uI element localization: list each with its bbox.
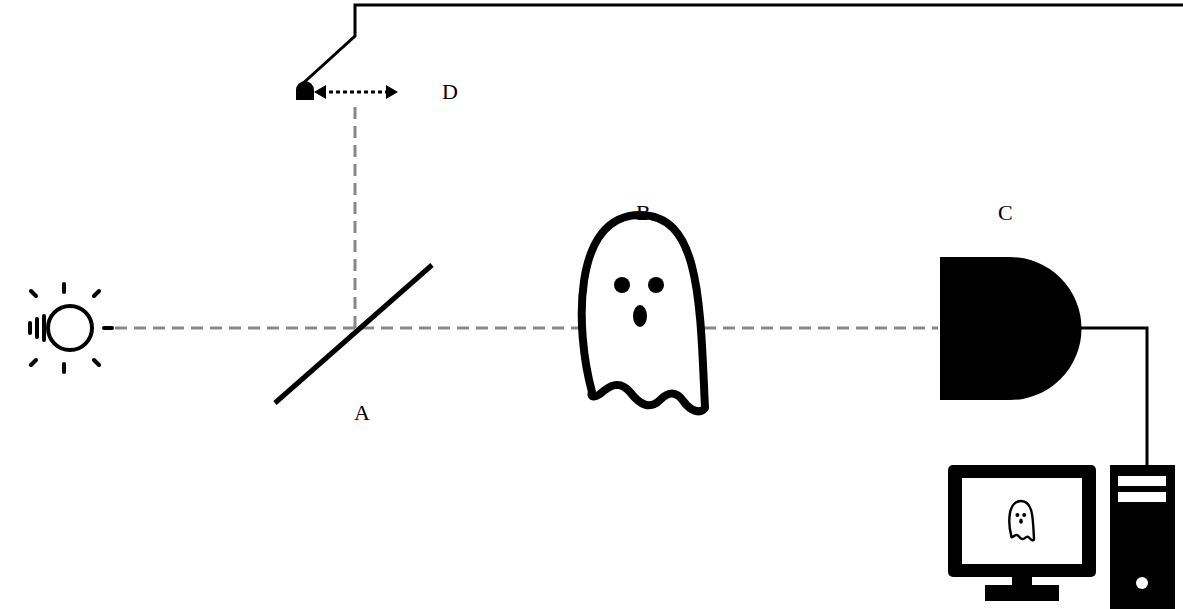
light-source [30,284,112,372]
part-label: C [998,202,1013,224]
ghost-object [582,215,705,411]
camera-detector [940,257,1082,400]
beam-splitter [275,265,432,403]
computer [948,465,1175,609]
light-beam [115,327,938,330]
bucket-detector [296,81,314,100]
part-label: A [354,402,370,424]
data-cable [1080,328,1147,466]
movement-arrow [314,85,398,99]
part-label: D [442,81,458,103]
part-label: B [636,202,651,224]
signal-wire [300,5,1183,86]
reflected-beam [354,100,357,328]
